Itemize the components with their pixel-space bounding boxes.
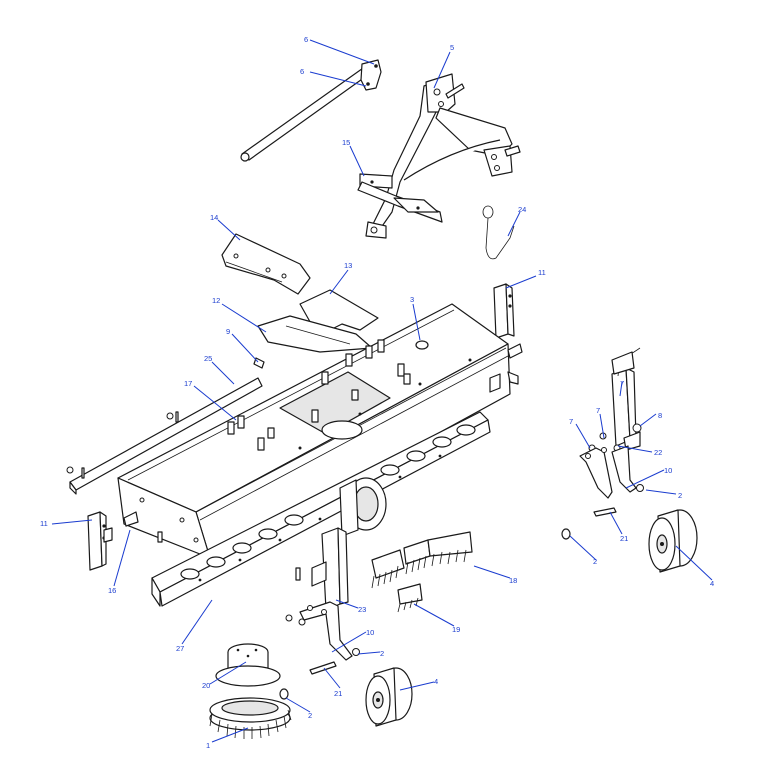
callout-20: 20 xyxy=(202,681,210,690)
callout-21b: 21 xyxy=(334,689,342,698)
callout-2b: 2 xyxy=(593,557,597,566)
callout-15: 15 xyxy=(342,138,350,147)
callout-7c: 7 xyxy=(596,406,600,415)
part-center-tube xyxy=(339,477,387,537)
part-roller-drum xyxy=(215,643,281,687)
callout-4b: 4 xyxy=(434,677,438,686)
part-tine-assemblies xyxy=(371,531,473,613)
part-wheel-right xyxy=(648,509,698,573)
part-side-rail xyxy=(66,377,263,495)
part-hopper-body xyxy=(117,303,523,559)
callout-23: 23 xyxy=(358,605,366,614)
part-cover-plates xyxy=(257,289,379,353)
callout-11b: 11 xyxy=(40,519,48,528)
part-roller-hubs xyxy=(180,424,476,580)
part-axle-arm-right xyxy=(579,445,644,499)
callout-19: 19 xyxy=(452,625,460,634)
part-bracket-plate xyxy=(221,233,311,295)
callout-25: 25 xyxy=(204,354,212,363)
part-jack-stand-right xyxy=(588,347,642,452)
callout-14: 14 xyxy=(210,213,218,222)
callout-2d: 2 xyxy=(308,711,312,720)
callout-1: 1 xyxy=(206,741,210,750)
callout-7b: 7 xyxy=(569,417,573,426)
part-drawbar xyxy=(240,59,382,162)
top-posts xyxy=(227,339,411,451)
callout-18: 18 xyxy=(509,576,517,585)
part-nut-lower xyxy=(279,688,289,700)
callout-12: 12 xyxy=(212,296,220,305)
part-jack-leg-center xyxy=(295,527,349,611)
callout-3: 3 xyxy=(410,295,414,304)
part-axle-pin-right xyxy=(593,507,617,517)
part-axle-arm-left xyxy=(285,601,360,661)
callout-21a: 21 xyxy=(620,534,628,543)
callout-9: 9 xyxy=(226,327,230,336)
callout-11a: 11 xyxy=(538,268,546,277)
leader-lines xyxy=(51,39,713,743)
callout-8: 8 xyxy=(658,411,662,420)
part-lynch-pin xyxy=(482,205,515,260)
callout-2a: 2 xyxy=(678,491,682,500)
callout-17: 17 xyxy=(184,379,192,388)
callout-10a: 10 xyxy=(664,466,672,475)
part-standpost-left xyxy=(87,511,113,571)
callout-labels: 6 6 5 15 24 14 13 11 12 3 9 25 17 7 7 7 … xyxy=(40,35,714,750)
part-axle-pin-left xyxy=(309,661,337,675)
callout-16: 16 xyxy=(108,586,116,595)
callout-27: 27 xyxy=(176,644,184,653)
callout-6a: 6 xyxy=(304,35,308,44)
part-spike-wheel xyxy=(209,697,292,739)
callout-5: 5 xyxy=(450,43,454,52)
callout-6b: 6 xyxy=(300,67,304,76)
callout-13: 13 xyxy=(344,261,352,270)
callout-24: 24 xyxy=(518,205,526,214)
callout-7a: 7 xyxy=(620,379,624,388)
part-wheel-left xyxy=(365,667,413,727)
callout-4a: 4 xyxy=(710,579,714,588)
callout-22: 22 xyxy=(654,448,662,457)
callout-10b: 10 xyxy=(366,628,374,637)
part-standpost-right xyxy=(493,283,515,339)
part-nut-right xyxy=(561,528,571,540)
callout-2c: 2 xyxy=(380,649,384,658)
part-hitch-frame xyxy=(357,73,521,239)
